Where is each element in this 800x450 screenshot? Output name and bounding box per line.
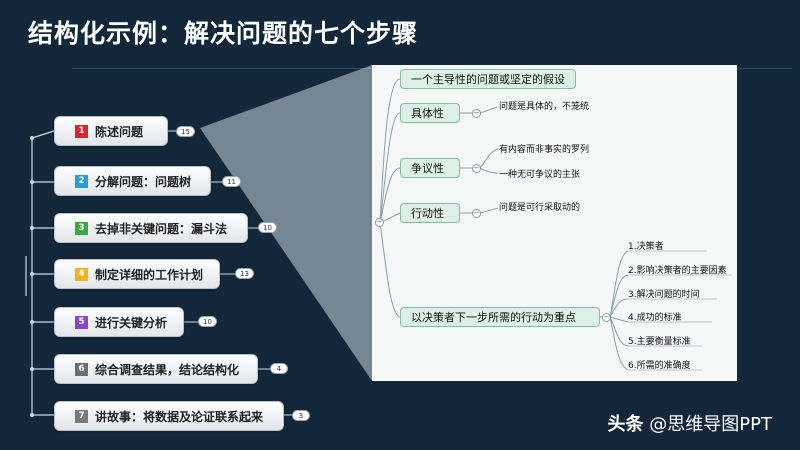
step-number-badge: 6 [75,362,88,376]
watermark: 头条 @思维导图PPT [608,410,772,436]
step-2[interactable]: 2 分解问题：问题树 [54,166,211,196]
step-7[interactable]: 7 讲故事：将数据及论证联系起来 [54,401,284,431]
step-label: 分解问题：问题树 [95,174,192,189]
detail-panel: − 一个主导性的问题或坚定的假设 具体性 − 问题是具体的，不笼统 争议性 − … [372,65,737,381]
detail-node-focus: 以决策者下一步所需的行动为重点 [400,307,600,327]
step-number-badge: 2 [75,174,88,188]
step-count-badge: 10 [258,222,277,233]
step-6[interactable]: 6 综合调查结果，结论结构化 [54,354,258,384]
collapse-toggle[interactable]: − [472,109,481,118]
watermark-handle: @思维导图PPT [649,414,772,435]
detail-leaf: 6.所需的准确度 [628,361,691,371]
step-number-badge: 7 [75,409,88,423]
step-1[interactable]: 1 陈述问题 [54,116,168,146]
detail-leaf: 2.影响决策者的主要因素 [628,266,727,276]
step-5[interactable]: 5 进行关键分析 [54,307,184,337]
detail-connectors [379,78,732,371]
collapse-toggle[interactable]: − [472,164,481,173]
detail-node-debate: 争议性 [400,158,460,178]
step-label: 去掉非关键问题：漏斗法 [95,221,228,236]
detail-leaf: 问题是可行采取动的 [499,203,581,213]
collapse-toggle[interactable]: − [602,313,611,322]
detail-leaf: 问题是具体的，不笼统 [499,102,590,112]
collapse-toggle[interactable]: − [472,209,481,218]
step-label: 陈述问题 [95,124,144,139]
page-title: 结构化示例：解决问题的七个步骤 [28,19,419,48]
detail-leaf: 3.解决问题的时间 [628,290,700,300]
step-3[interactable]: 3 去掉非关键问题：漏斗法 [54,213,248,243]
step-number-badge: 1 [75,124,88,138]
detail-leaf: 有内容而非事实的罗列 [499,145,590,155]
watermark-prefix: 头条 [607,414,644,435]
detail-node-specific: 具体性 [400,103,460,123]
step-4[interactable]: 4 制定详细的工作计划 [54,259,220,289]
step-count-badge: 10 [198,316,217,327]
step-count-badge: 13 [235,268,254,279]
step-number-badge: 3 [75,221,88,235]
detail-leaf: 5.主要衡量标准 [628,337,691,347]
step-label: 综合调查结果，结论结构化 [95,362,240,377]
collapse-toggle[interactable]: − [375,218,384,227]
step-number-badge: 5 [75,315,88,329]
step-count-badge: 15 [176,126,195,137]
step-label: 制定详细的工作计划 [95,267,204,282]
detail-leaf: 一种无可争议的主张 [499,170,581,180]
detail-node-action: 行动性 [400,203,460,223]
step-count-badge: 4 [270,363,288,374]
step-label: 进行关键分析 [95,315,168,330]
step-number-badge: 4 [75,267,88,281]
detail-leaf: 1.决策者 [628,242,664,252]
step-count-badge: 11 [222,176,241,187]
detail-leaf: 4.成功的标准 [628,313,682,323]
step-label: 讲故事：将数据及论证联系起来 [95,409,264,424]
step-count-badge: 3 [292,410,310,421]
detail-root-question: 一个主导性的问题或坚定的假设 [400,69,576,89]
